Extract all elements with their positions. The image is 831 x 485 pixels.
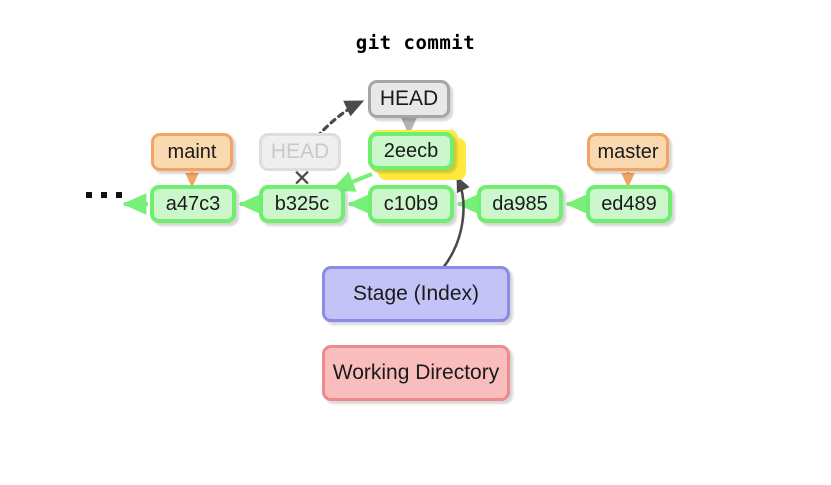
commit-node-ed489[interactable]: ed489 [586, 185, 672, 223]
arrow-head-moved-dotted [315, 99, 365, 139]
commit-label: c10b9 [383, 192, 439, 215]
commit-label: a47c3 [165, 192, 221, 215]
commit-label: b325c [274, 192, 330, 215]
working-directory-label: Working Directory [332, 361, 500, 384]
commit-node-c10b9[interactable]: c10b9 [368, 185, 454, 223]
commit-node-a47c3[interactable]: a47c3 [150, 185, 236, 223]
branch-label-master[interactable]: master [587, 133, 669, 171]
commit-node-da985[interactable]: da985 [477, 185, 563, 223]
head-pointer-previous: HEAD [259, 133, 341, 171]
branch-label-maint[interactable]: maint [151, 133, 233, 171]
head-pointer[interactable]: HEAD [368, 80, 450, 118]
head-label: HEAD [270, 140, 330, 163]
ellipsis-dot [86, 192, 92, 198]
ellipsis-more-commits [86, 192, 122, 198]
ellipsis-dot [116, 192, 122, 198]
stage-index-label: Stage (Index) [352, 282, 480, 305]
ellipsis-dot [101, 192, 107, 198]
commit-label: ed489 [601, 192, 657, 215]
branch-label-text: master [597, 140, 659, 163]
head-label: HEAD [379, 87, 439, 110]
stage-index-box[interactable]: Stage (Index) [322, 266, 510, 322]
commit-label: da985 [492, 192, 548, 215]
commit-label: 2eecb [383, 139, 439, 162]
commit-node-2eecb[interactable]: 2eecb [368, 132, 454, 170]
close-icon: ✕ [292, 165, 312, 191]
working-directory-box[interactable]: Working Directory [322, 345, 510, 401]
branch-label-text: maint [167, 140, 217, 163]
commit-node-b325c[interactable]: b325c [259, 185, 345, 223]
page-title: git commit [355, 32, 476, 54]
